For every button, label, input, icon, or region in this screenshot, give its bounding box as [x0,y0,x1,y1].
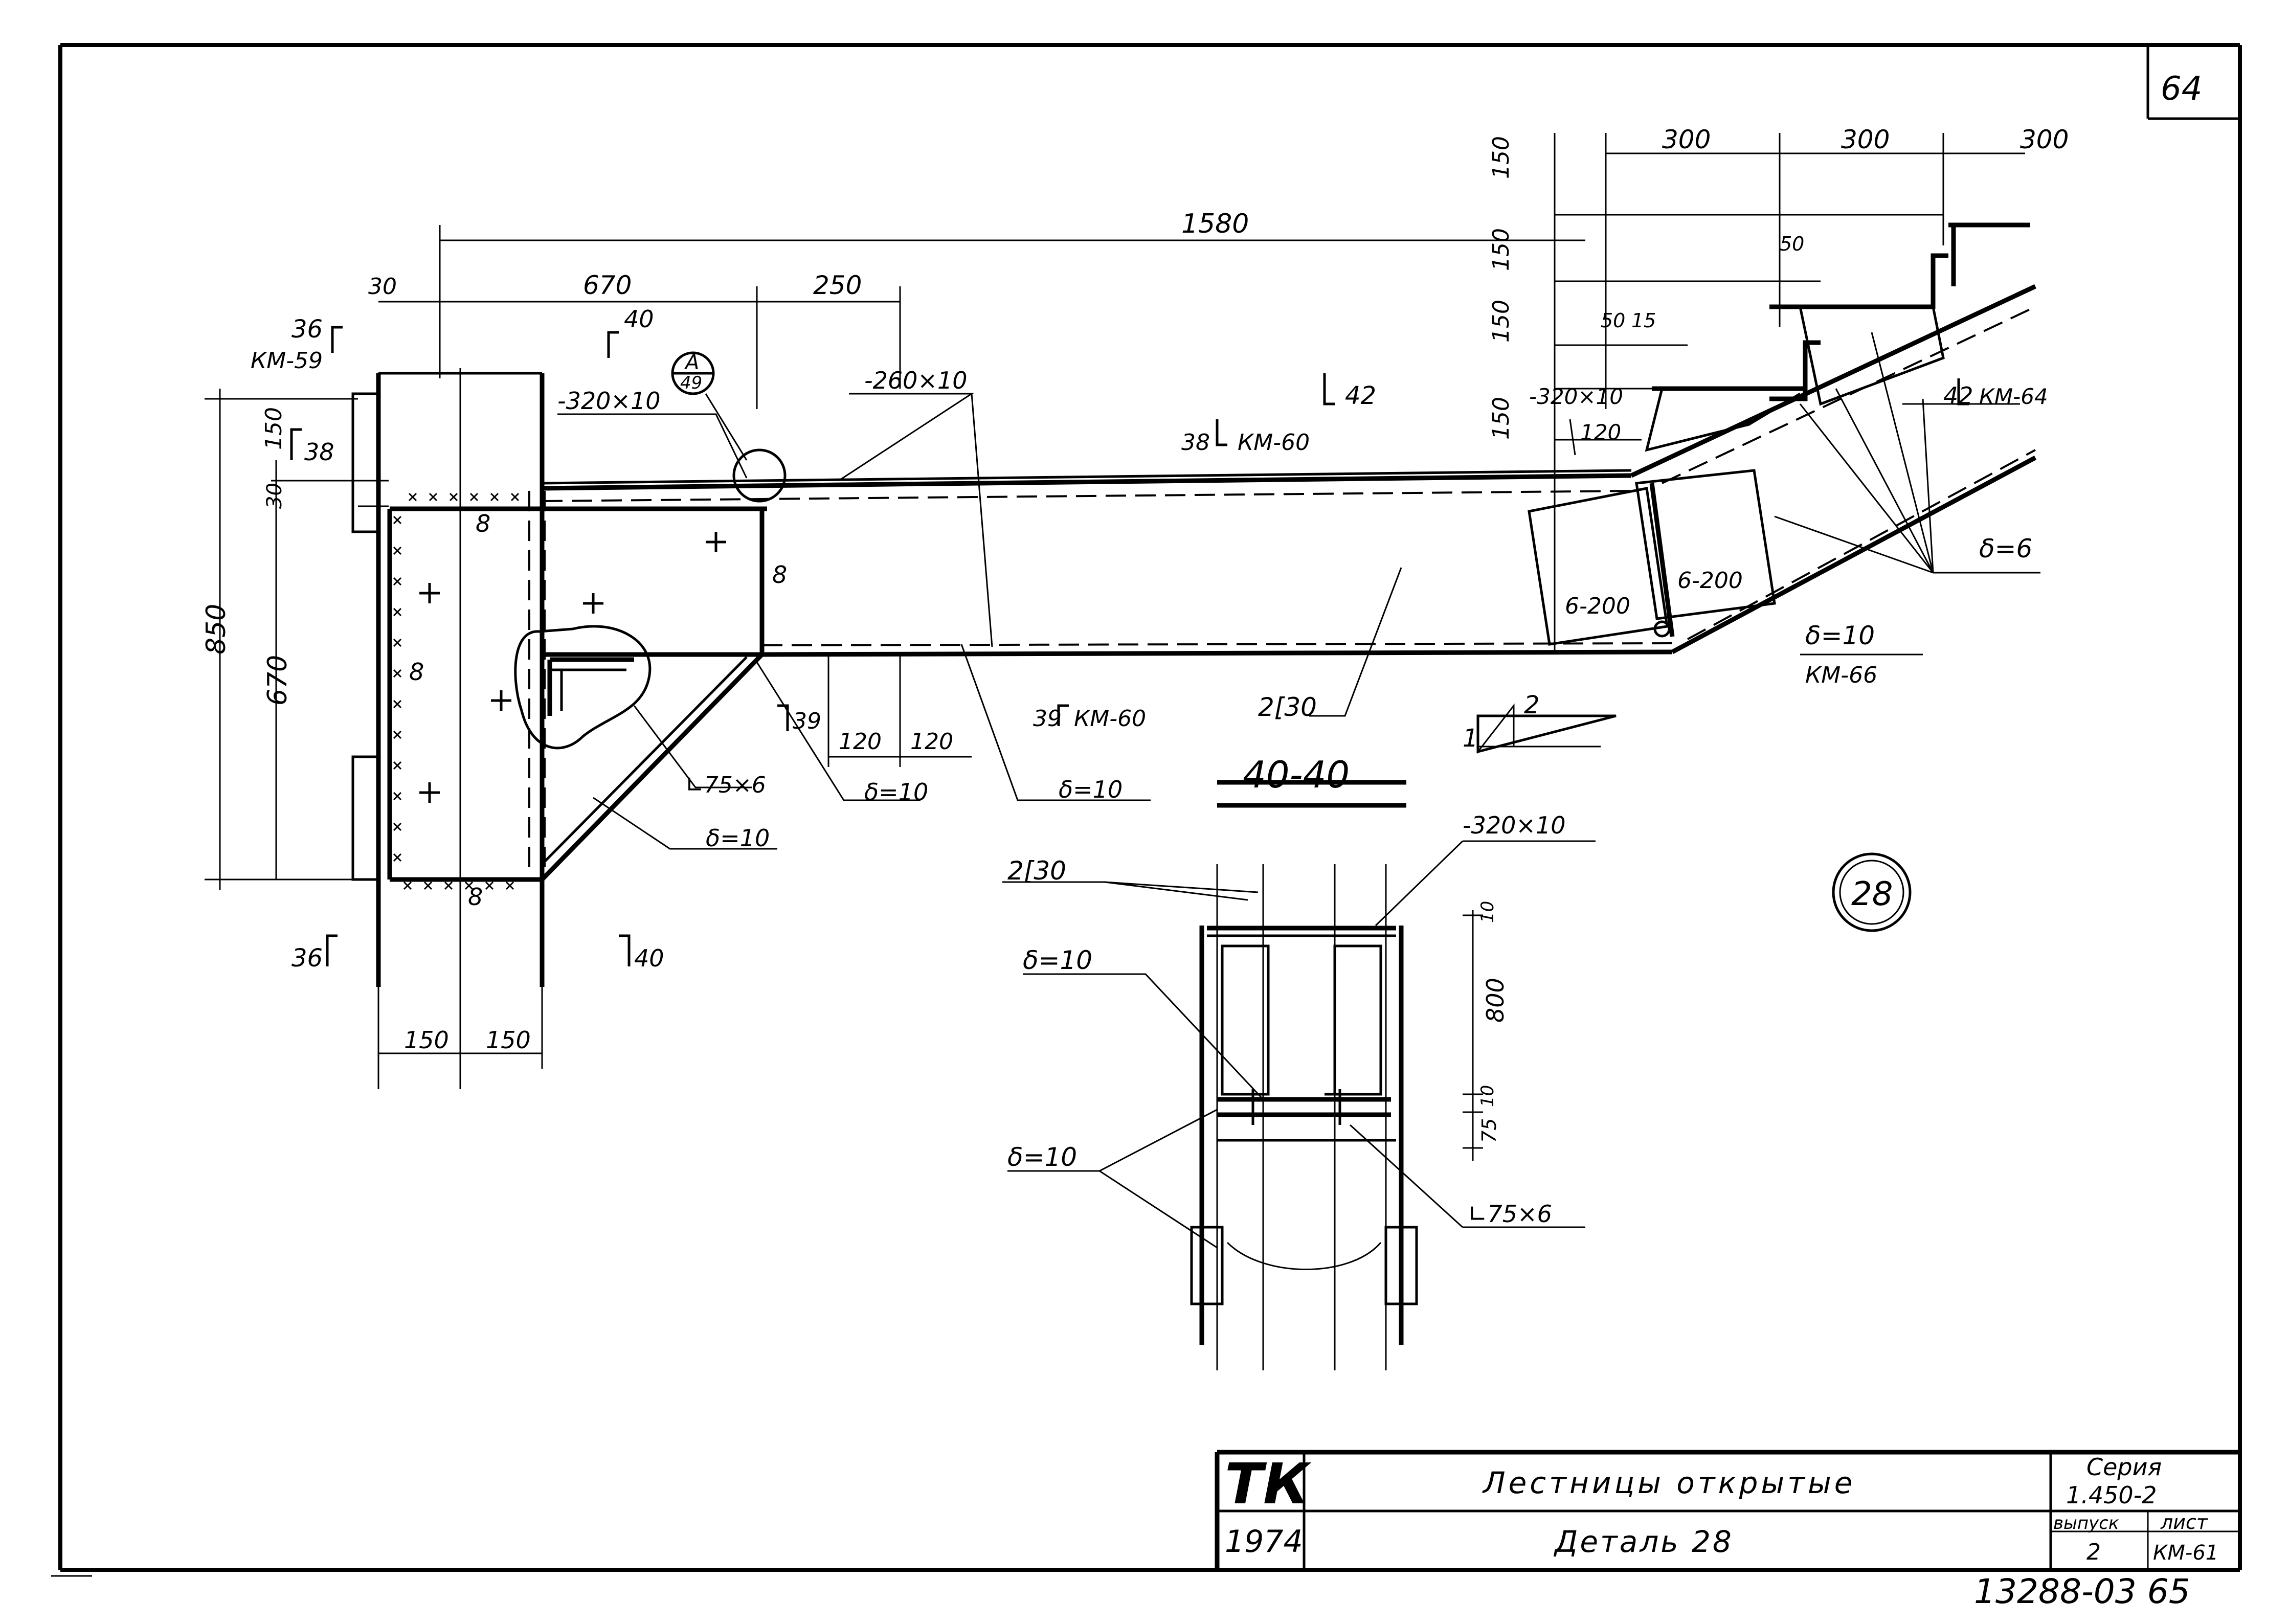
section-plate-320x10: -320×10 [1463,811,1565,839]
stamp-issue-value: 2 [2086,1539,2101,1565]
detail-circle [1832,852,1912,932]
cut-36-bottom: 36 [291,944,323,973]
cut-42-top: 42 [1345,381,1376,410]
dim-120-top: 120 [1580,420,1621,445]
stamp-issue-label: выпуск [2053,1513,2119,1533]
sheet-frame [51,43,2242,1577]
dim-50-b: 50 [1601,309,1625,332]
dim-10-b: 10 [1477,1085,1498,1107]
dim-250: 250 [813,270,862,300]
stringer-post [351,368,767,992]
dim-670-vertical: 670 [262,655,293,706]
delta-6: δ=6 [1979,534,2032,563]
section-40-40 [1190,780,1418,1370]
dim-50-a: 50 [1780,233,1804,255]
dim-150-h2: 150 [486,1026,531,1054]
weld-8-d: 8 [468,883,483,911]
dimension-lines [205,133,2025,1089]
node-reference [671,351,787,503]
cut-39-left: 39 [793,708,821,734]
cut-39-right: 39 [1033,706,1062,732]
dim-15: 15 [1631,309,1656,332]
section-leaders [1002,840,1596,1249]
dim-120-b: 120 [910,729,953,755]
dim-150-b: 150 [1488,228,1514,271]
bottom-archive-number: 13288-03 65 [1974,1572,2190,1611]
inclined-stringer [1528,222,2037,654]
dim-300-c: 300 [2020,125,2069,154]
dim-150-d: 150 [1488,397,1514,440]
dim-150-h1: 150 [404,1026,449,1054]
channel-2x30: 2[30 [1258,692,1317,722]
dim-850: 850 [201,604,232,655]
delta-10-b: δ=10 [1059,776,1123,803]
dim-150-c: 150 [1488,300,1514,343]
dim-30-top: 30 [368,274,397,300]
slope-triangle [1476,714,1617,754]
weld-8-a: 8 [476,510,490,537]
stamp-year: 1974 [1225,1524,1303,1560]
ref-km60-top: КМ-60 [1238,430,1310,456]
weld-8-b: 8 [409,658,424,686]
delta-10-c: δ=10 [706,824,770,852]
stamp-sheet-value: КМ-61 [2153,1541,2218,1565]
dim-300-b: 300 [1841,125,1890,154]
cut-38-beam: 38 [1181,430,1210,456]
dim-1580: 1580 [1181,209,1249,239]
slope-1: 1 [1463,724,1478,753]
slope-2: 2 [1524,691,1540,719]
stamp-series-label: Серия [2086,1453,2162,1481]
angle-75x6-main: ∟75×6 [685,772,766,798]
weld-hatching-post [393,492,520,890]
dim-670-horizontal: 670 [583,270,632,300]
bolt-marks [419,532,726,803]
weld-8-c: 8 [772,561,787,589]
stamp-subtitle: Деталь 28 [1553,1524,1734,1559]
ref-km64: КМ-64 [1979,384,2048,409]
detail-circle-label: 28 [1851,875,1893,913]
node-ref-bottom: 49 [680,373,702,393]
dim-75: 75 [1478,1118,1500,1143]
stamp-sheet-label: лист [2160,1511,2209,1533]
landing-beam [540,469,1673,882]
cut-36-top: 36 [291,315,323,344]
leader-lines [557,332,2040,850]
node-ref-top: А [684,351,699,374]
section-channel-2x30: 2[30 [1007,856,1066,886]
delta-10-a: δ=10 [864,778,928,806]
section-delta-10-bottom: δ=10 [1007,1142,1077,1172]
dim-120-a: 120 [839,729,882,755]
cut-40-bottom: 40 [634,944,664,972]
weld-6-200-a: 6-200 [1565,593,1630,619]
weld-6-200-b: 6-200 [1677,568,1743,594]
plate-320x10-left: -320×10 [557,387,660,415]
ref-km66: КМ-66 [1805,662,1877,688]
ref-km60-bottom: КМ-60 [1074,706,1146,732]
stamp-series-value: 1.450-2 [2066,1481,2157,1509]
dim-300-a: 300 [1662,125,1711,154]
section-cut-markers [290,326,1969,966]
dim-800: 800 [1482,978,1509,1023]
section-delta-10-top: δ=10 [1023,945,1092,975]
detail-circle-inner [1839,860,1904,925]
section-angle-75x6: ∟75×6 [1468,1200,1552,1228]
plate-320x10-right: -320×10 [1529,384,1623,409]
corner-sheet-number: 64 [2161,70,2202,108]
cut-42-right: 42 [1943,382,1973,410]
cut-38: 38 [304,438,334,466]
dim-10-a: 10 [1477,901,1498,923]
ref-km59: КМ-59 [251,348,323,374]
angle-cutout [514,625,652,750]
cut-40-top: 40 [624,305,654,333]
title-block [1215,1450,2240,1570]
dim-30-vertical: 30 [263,483,286,509]
stamp-title: Лестницы открытые [1482,1465,1855,1500]
section-title: 40-40 [1243,753,1350,796]
plate-260x10: -260×10 [864,367,967,394]
delta-10-right: δ=10 [1805,621,1875,650]
dim-150-a: 150 [1488,136,1514,179]
dim-150-vertical: 150 [261,407,287,450]
stamp-logo: ТК [1225,1451,1312,1517]
